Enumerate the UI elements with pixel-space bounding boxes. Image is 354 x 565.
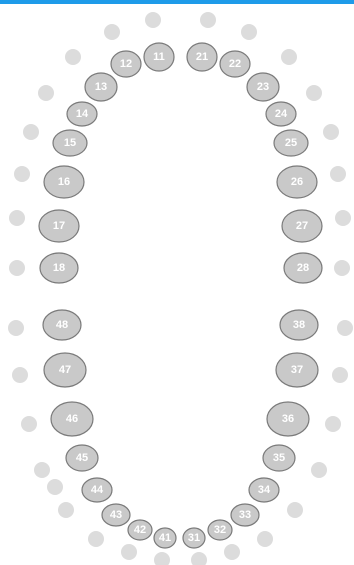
tooth-number: 25 <box>285 137 297 149</box>
position-marker[interactable] <box>281 49 297 65</box>
tooth-number: 27 <box>296 220 308 232</box>
tooth-number: 18 <box>53 262 65 274</box>
tooth-42[interactable]: 42 <box>128 520 152 540</box>
position-marker[interactable] <box>14 166 30 182</box>
tooth-number: 13 <box>95 81 107 93</box>
position-marker[interactable] <box>145 12 161 28</box>
tooth-24[interactable]: 24 <box>266 102 296 126</box>
position-marker[interactable] <box>330 166 346 182</box>
tooth-number: 12 <box>120 58 132 70</box>
position-marker[interactable] <box>38 85 54 101</box>
tooth-number: 36 <box>282 413 294 425</box>
position-marker[interactable] <box>287 502 303 518</box>
tooth-35[interactable]: 35 <box>263 445 295 471</box>
tooth-31[interactable]: 31 <box>183 528 205 548</box>
tooth-18[interactable]: 18 <box>40 253 78 283</box>
tooth-number: 47 <box>59 364 71 376</box>
tooth-48[interactable]: 48 <box>43 310 81 340</box>
position-marker[interactable] <box>47 479 63 495</box>
position-marker[interactable] <box>337 320 353 336</box>
tooth-15[interactable]: 15 <box>53 130 87 156</box>
tooth-number: 15 <box>64 137 76 149</box>
position-marker[interactable] <box>334 260 350 276</box>
position-marker[interactable] <box>21 416 37 432</box>
tooth-number: 43 <box>110 509 122 521</box>
tooth-47[interactable]: 47 <box>44 353 86 387</box>
position-marker[interactable] <box>23 124 39 140</box>
tooth-36[interactable]: 36 <box>267 402 309 436</box>
tooth-25[interactable]: 25 <box>274 130 308 156</box>
tooth-17[interactable]: 17 <box>39 210 79 242</box>
tooth-45[interactable]: 45 <box>66 445 98 471</box>
tooth-number: 32 <box>214 524 226 536</box>
tooth-37[interactable]: 37 <box>276 353 318 387</box>
position-marker[interactable] <box>8 320 24 336</box>
tooth-46[interactable]: 46 <box>51 402 93 436</box>
tooth-number: 17 <box>53 220 65 232</box>
tooth-number: 34 <box>258 484 271 496</box>
position-marker[interactable] <box>9 210 25 226</box>
position-marker[interactable] <box>9 260 25 276</box>
tooth-28[interactable]: 28 <box>284 253 322 283</box>
tooth-33[interactable]: 33 <box>231 504 259 526</box>
tooth-number: 37 <box>291 364 303 376</box>
position-marker[interactable] <box>104 24 120 40</box>
tooth-26[interactable]: 26 <box>277 166 317 198</box>
tooth-number: 28 <box>297 262 309 274</box>
position-marker[interactable] <box>65 49 81 65</box>
position-marker[interactable] <box>325 416 341 432</box>
tooth-number: 42 <box>134 524 146 536</box>
tooth-21[interactable]: 21 <box>187 43 217 71</box>
position-marker[interactable] <box>191 552 207 565</box>
position-marker[interactable] <box>241 24 257 40</box>
tooth-23[interactable]: 23 <box>247 73 279 101</box>
tooth-number: 46 <box>66 413 78 425</box>
position-marker[interactable] <box>12 367 28 383</box>
tooth-13[interactable]: 13 <box>85 73 117 101</box>
tooth-number: 38 <box>293 319 305 331</box>
tooth-27[interactable]: 27 <box>282 210 322 242</box>
tooth-number: 44 <box>91 484 104 496</box>
tooth-number: 35 <box>273 452 285 464</box>
tooth-34[interactable]: 34 <box>249 478 279 502</box>
tooth-number: 41 <box>159 532 171 544</box>
position-marker[interactable] <box>224 544 240 560</box>
tooth-number: 16 <box>58 176 70 188</box>
position-marker[interactable] <box>58 502 74 518</box>
tooth-43[interactable]: 43 <box>102 504 130 526</box>
position-marker[interactable] <box>311 462 327 478</box>
tooth-12[interactable]: 12 <box>111 51 141 77</box>
tooth-number: 21 <box>196 51 208 63</box>
position-marker[interactable] <box>121 544 137 560</box>
tooth-number: 33 <box>239 509 251 521</box>
position-marker[interactable] <box>34 462 50 478</box>
tooth-number: 48 <box>56 319 68 331</box>
tooth-number: 26 <box>291 176 303 188</box>
tooth-number: 24 <box>275 108 288 120</box>
position-marker[interactable] <box>323 124 339 140</box>
tooth-32[interactable]: 32 <box>208 520 232 540</box>
tooth-16[interactable]: 16 <box>44 166 84 198</box>
tooth-number: 11 <box>153 51 165 63</box>
position-marker[interactable] <box>332 367 348 383</box>
position-marker[interactable] <box>306 85 322 101</box>
tooth-38[interactable]: 38 <box>280 310 318 340</box>
tooth-number: 23 <box>257 81 269 93</box>
position-marker[interactable] <box>257 531 273 547</box>
position-marker[interactable] <box>154 552 170 565</box>
tooth-41[interactable]: 41 <box>154 528 176 548</box>
position-marker[interactable] <box>88 531 104 547</box>
position-marker[interactable] <box>200 12 216 28</box>
tooth-44[interactable]: 44 <box>82 478 112 502</box>
tooth-14[interactable]: 14 <box>67 102 97 126</box>
tooth-number: 22 <box>229 58 241 70</box>
tooth-number: 14 <box>76 108 89 120</box>
tooth-number: 45 <box>76 452 88 464</box>
position-marker[interactable] <box>335 210 351 226</box>
tooth-22[interactable]: 22 <box>220 51 250 77</box>
tooth-number: 31 <box>188 532 200 544</box>
tooth-11[interactable]: 11 <box>144 43 174 71</box>
